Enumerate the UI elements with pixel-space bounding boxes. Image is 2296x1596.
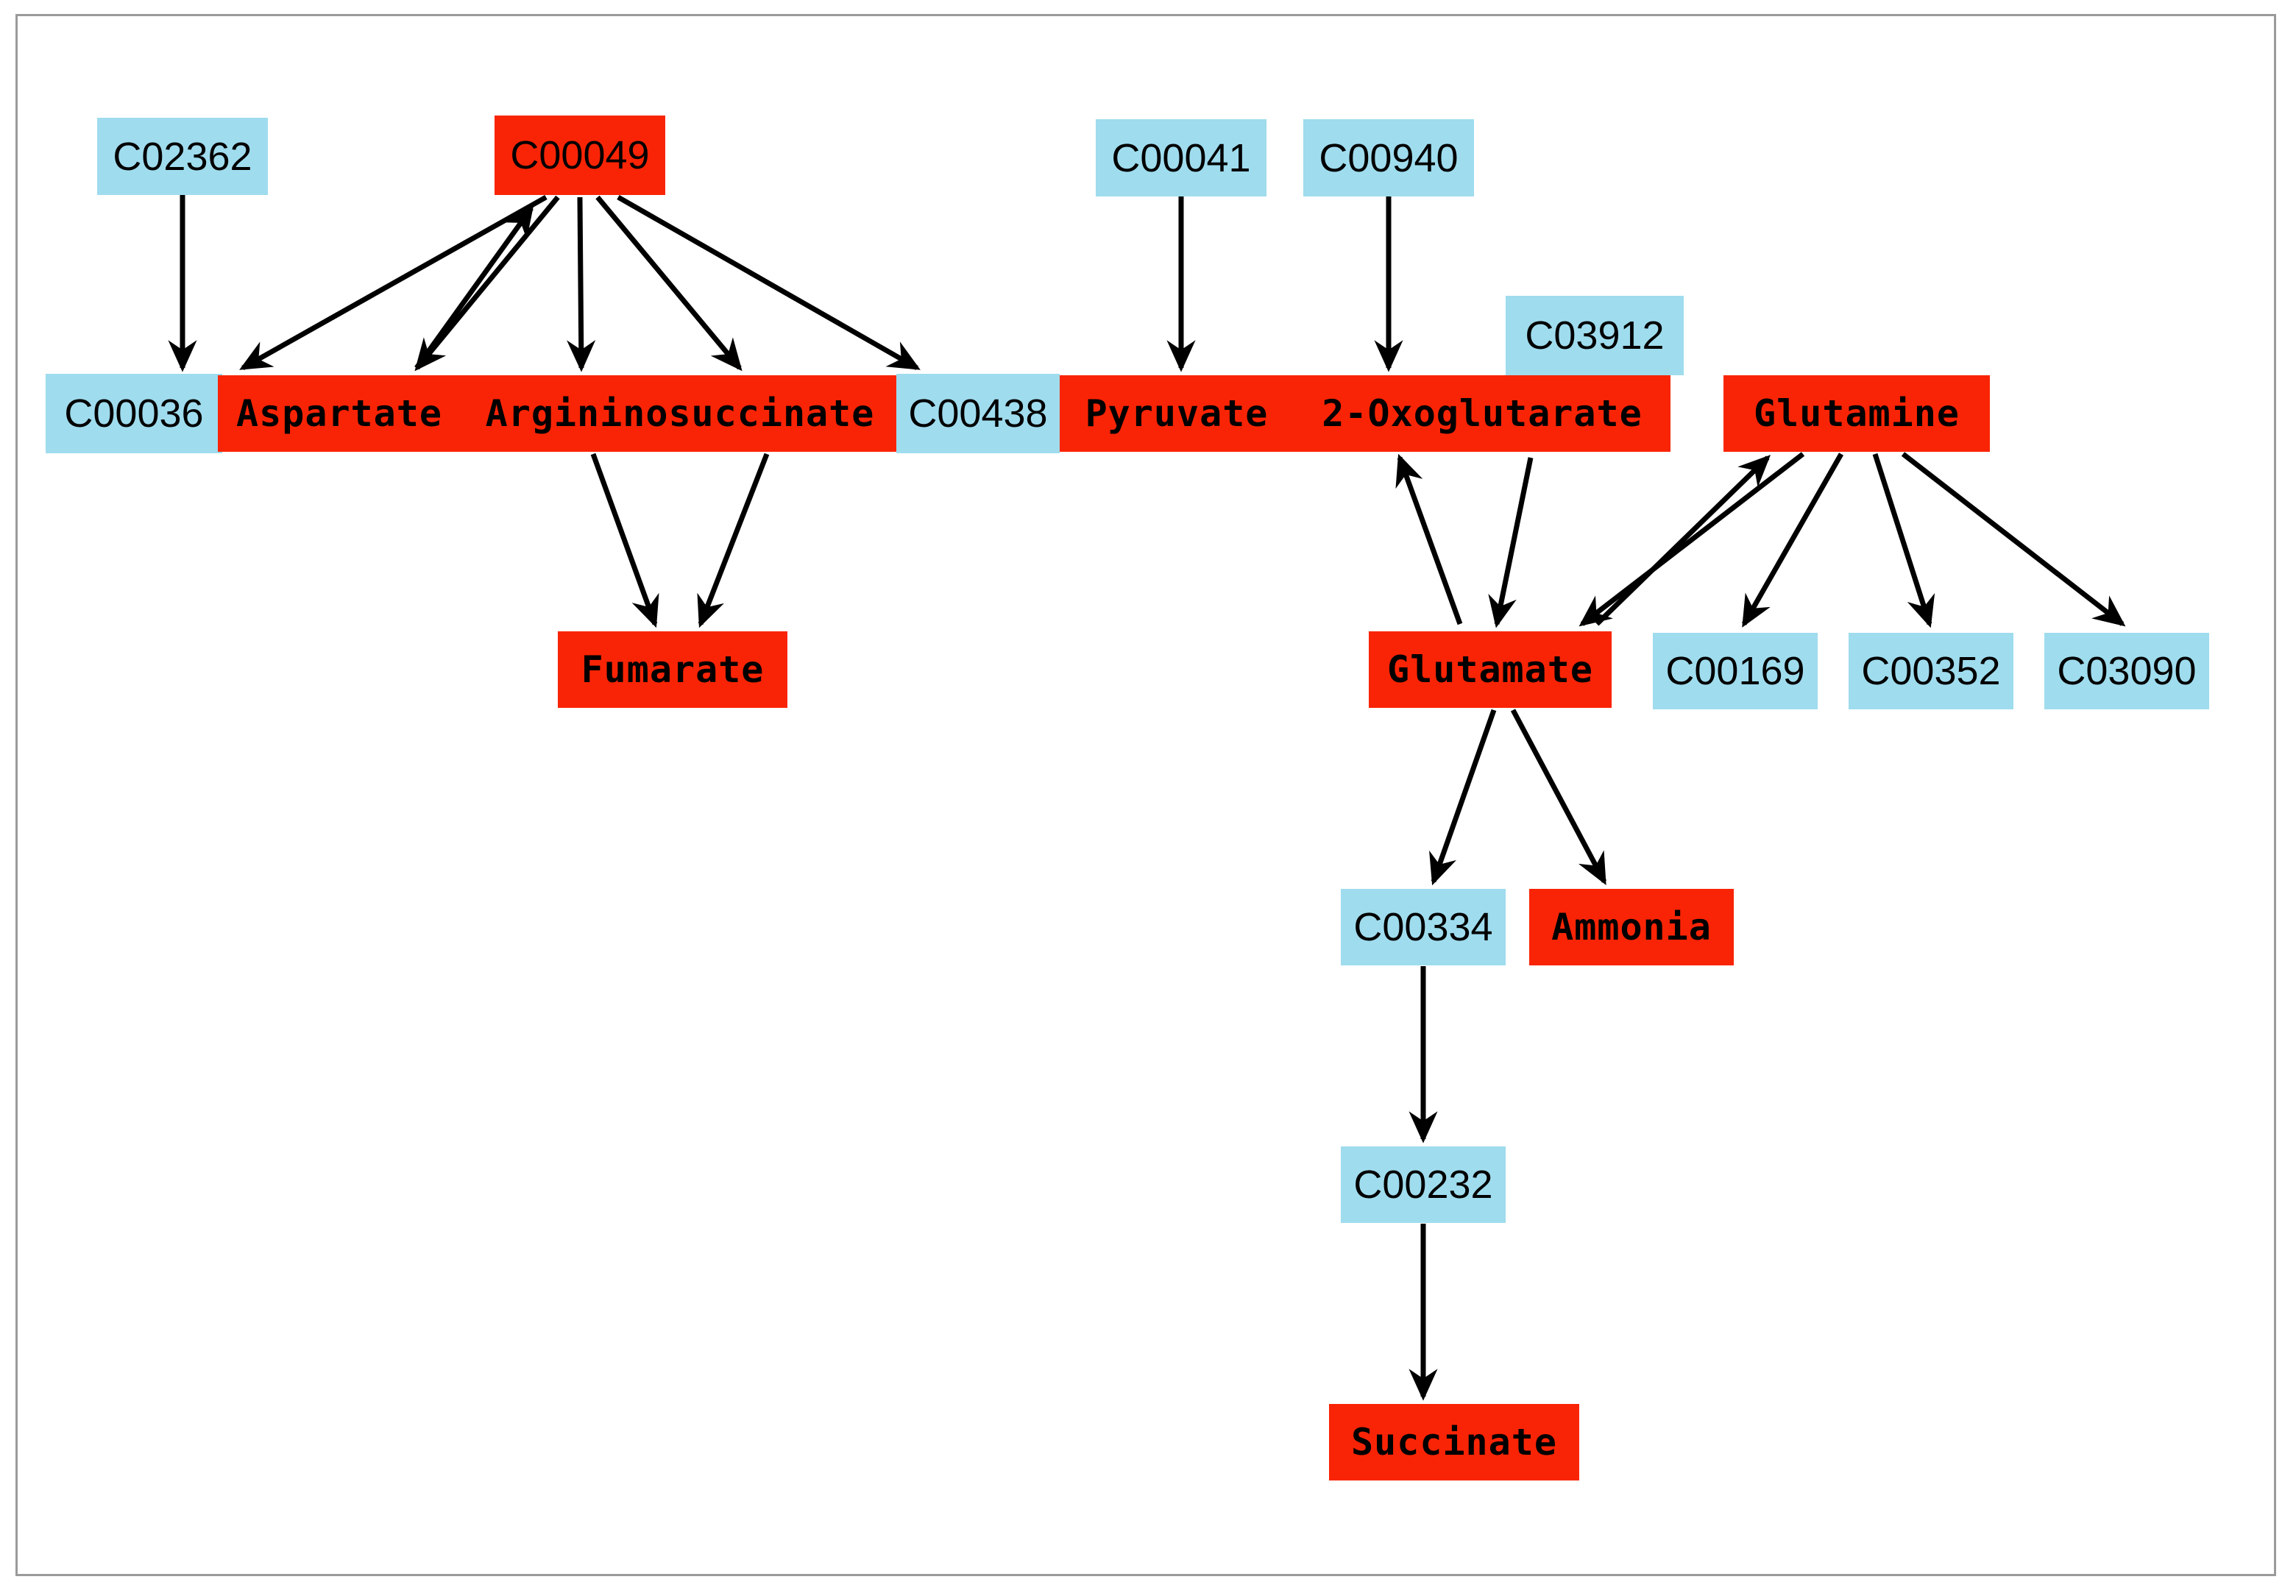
- edge-C00049-to-C00438: [595, 195, 743, 372]
- node-label: C00352: [1861, 649, 2001, 693]
- edge-Glutamate-to-C00334: [1429, 709, 1497, 886]
- edge-C00049-to-Aspartate: [414, 195, 560, 372]
- node-label: 2-Oxoglutarate: [1322, 392, 1643, 435]
- node-c00169[interactable]: C00169: [1653, 633, 1818, 709]
- node-label: C00334: [1353, 905, 1493, 949]
- node-c00041[interactable]: C00041: [1096, 119, 1266, 196]
- node-label: C00169: [1665, 649, 1805, 693]
- edge-Glutamine-to-C00169: [1741, 453, 1844, 628]
- node-label: C00041: [1111, 135, 1251, 180]
- node-label: C03090: [2057, 649, 2197, 693]
- node-label: Argininosuccinate: [485, 392, 875, 435]
- node-c02362[interactable]: C02362: [97, 118, 268, 195]
- node-label: Glutamine: [1754, 392, 1960, 435]
- node-pyruvate[interactable]: Pyruvate: [1060, 375, 1294, 452]
- edge-C00049-to-Argininosuccinate: [567, 196, 596, 372]
- node-label: C00438: [908, 391, 1048, 436]
- node-label: C03912: [1525, 313, 1665, 358]
- edge-2-Oxoglutarate-to-Glutamate: [1488, 457, 1534, 628]
- node-label: Fumarate: [581, 648, 765, 691]
- node-c03912[interactable]: C03912: [1506, 296, 1684, 375]
- edges-group: [168, 194, 2126, 1401]
- node-argininosuccinate[interactable]: Argininosuccinate: [461, 375, 899, 452]
- edge-C00049-to-C00036: [239, 194, 548, 371]
- node-label: Ammonia: [1551, 906, 1712, 948]
- node-c00334[interactable]: C00334: [1341, 889, 1506, 965]
- edge-C00049-to-Pyruvate: [617, 194, 921, 371]
- edge-Glutamate-to-2-Oxoglutarate: [1395, 453, 1463, 625]
- node-label: C02362: [113, 134, 252, 179]
- node-label: Glutamate: [1387, 648, 1593, 691]
- node-succinate[interactable]: Succinate: [1329, 1404, 1579, 1480]
- edge-Argininosuccinate-to-Fumarate: [590, 453, 659, 628]
- node-2-oxoglutarate[interactable]: 2-Oxoglutarate: [1294, 375, 1670, 452]
- node-label: Succinate: [1351, 1421, 1557, 1464]
- node-c00352[interactable]: C00352: [1849, 633, 2013, 709]
- node-c00036[interactable]: C00036: [46, 374, 222, 453]
- node-c00049[interactable]: C00049: [495, 116, 665, 195]
- edge-Argininosuccinate-to-Fumarate: [697, 453, 770, 628]
- edge-Glutamate-to-Glutamine: [1595, 455, 1771, 626]
- edge-Glutamine-to-C03090: [1901, 452, 2126, 627]
- node-label: Pyruvate: [1085, 392, 1269, 435]
- node-ammonia[interactable]: Ammonia: [1529, 889, 1734, 965]
- node-c00438[interactable]: C00438: [896, 374, 1060, 453]
- node-aspartate[interactable]: Aspartate: [218, 375, 461, 452]
- node-label: C00940: [1319, 135, 1459, 180]
- node-label: C00232: [1353, 1163, 1493, 1207]
- edge-Glutamine-to-C00352: [1872, 453, 1935, 628]
- node-fumarate[interactable]: Fumarate: [558, 631, 787, 708]
- edge-Glutamate-to-Ammonia: [1510, 709, 1607, 885]
- diagram-frame: [15, 14, 2276, 1576]
- edge-Glutamine-to-Glutamate: [1578, 452, 1805, 627]
- node-label: Aspartate: [236, 392, 442, 435]
- node-c00232[interactable]: C00232: [1341, 1146, 1506, 1223]
- node-c00940[interactable]: C00940: [1303, 119, 1474, 196]
- node-glutamine[interactable]: Glutamine: [1723, 375, 1990, 452]
- node-c03090[interactable]: C03090: [2044, 633, 2209, 709]
- node-label: C00036: [64, 391, 204, 436]
- node-glutamate[interactable]: Glutamate: [1369, 631, 1612, 708]
- node-label: C00049: [510, 133, 650, 177]
